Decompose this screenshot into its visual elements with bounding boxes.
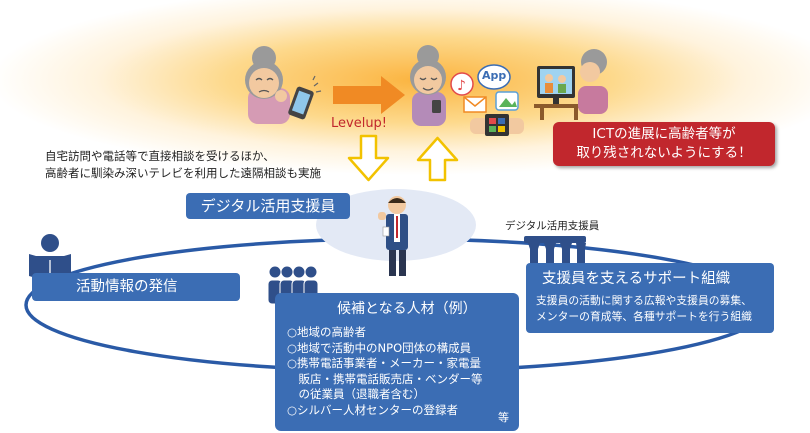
- elderly-woman-watching-tv-icon: [578, 49, 608, 114]
- tv-video-call-icon: [534, 66, 584, 120]
- candidate-item: ○シルバー人材センターの登録者: [287, 402, 459, 417]
- candidate-item: の従業員（退職者含む）: [287, 387, 425, 401]
- candidates-title: 候補となる人材（例）: [337, 301, 477, 317]
- happy-elderly-woman-icon: [410, 45, 446, 126]
- smartphone-icon: [288, 75, 322, 120]
- candidate-item: 販店・携帯電話販売店・ベンダー等: [287, 371, 483, 386]
- support-org-desc-2: メンターの育成等、各種サポートを行う組織: [536, 309, 752, 323]
- down-arrow-icon: [347, 134, 390, 182]
- app-bubble-icon: [477, 64, 511, 90]
- activity-info-box: 活動情報の発信: [32, 273, 240, 301]
- ict-message-line-2: 取り残されないようにする！: [576, 145, 752, 161]
- candidates-box: 候補となる人材（例） ○地域の高齢者 ○地域で活動中のNPO団体の構成員 ○携帯…: [275, 293, 519, 431]
- app-label: App: [482, 69, 507, 82]
- digital-supporter-box: デジタル活用支援員: [186, 193, 350, 219]
- ict-message-line-1: ICTの進展に高齢者等が: [592, 126, 736, 142]
- photo-app-icon: [495, 91, 519, 111]
- music-app-icon: ♪: [450, 72, 474, 96]
- support-org-title: 支援員を支えるサポート組織: [542, 271, 731, 287]
- candidate-item: ○携帯電話事業者・メーカー・家電量: [287, 356, 482, 370]
- support-organization-box: 支援員を支えるサポート組織 支援員の活動に関する広報や支援員の募集、 メンターの…: [526, 263, 774, 333]
- support-pillars-icon: [524, 236, 586, 269]
- tablet-in-hands-icon: [470, 114, 524, 136]
- consult-line-2: 高齢者に馴染み深いテレビを利用した遠隔相談も実施: [45, 166, 321, 180]
- support-org-desc-1: 支援員の活動に関する広報や支援員の募集、: [536, 294, 752, 307]
- mail-icon: [463, 96, 487, 113]
- candidates-etc: 等: [498, 411, 509, 424]
- candidate-item: ○地域の高齢者: [287, 325, 367, 339]
- candidate-item: ○地域で活動中のNPO団体の構成員: [287, 340, 472, 355]
- worried-elderly-woman-icon: [245, 46, 290, 124]
- digital-supporter-man-icon: [378, 196, 408, 276]
- background-glow: [0, 0, 810, 200]
- consultation-description: 自宅訪問や電話等で直接相談を受けるほか、 高齢者に馴染み深いテレビを利用した遠隔…: [45, 148, 375, 182]
- svg-text:♪: ♪: [457, 78, 466, 94]
- consult-line-1: 自宅訪問や電話等で直接相談を受けるほか、: [45, 149, 275, 163]
- up-arrow-icon: [416, 136, 459, 182]
- levelup-label: Levelup!: [331, 116, 388, 131]
- levelup-arrow-icon: [333, 76, 405, 114]
- ict-message-box: ICTの進展に高齢者等が 取り残されないようにする！: [553, 122, 775, 166]
- digital-supporter-small-label: デジタル活用支援員: [505, 220, 600, 232]
